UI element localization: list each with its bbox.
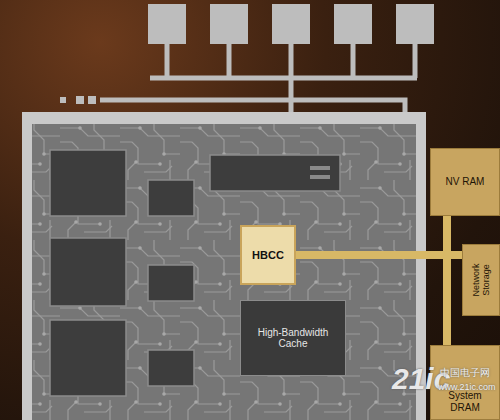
memory-box: NV RAM [430, 148, 500, 216]
storage-box: Network Storage [462, 244, 500, 316]
chip-outline [22, 112, 426, 420]
watermark-url: www.21ic.com [438, 382, 496, 392]
node-label: HBCC [248, 249, 288, 262]
dash-marks [60, 96, 96, 104]
node-label: High-Bandwidth Cache [241, 327, 345, 350]
pins [148, 4, 434, 44]
cache-box: High-Bandwidth Cache [240, 300, 346, 376]
hbcc-box: HBCC [240, 225, 296, 285]
node-label: NV RAM [442, 176, 489, 188]
circuit-traces [32, 124, 416, 420]
block-marks [310, 166, 330, 179]
pin-bus [100, 44, 417, 112]
node-label: Network Storage [471, 248, 492, 312]
watermark-text: 中国电子网 [440, 366, 490, 380]
data-bus [296, 216, 447, 255]
chip-die [32, 124, 416, 420]
